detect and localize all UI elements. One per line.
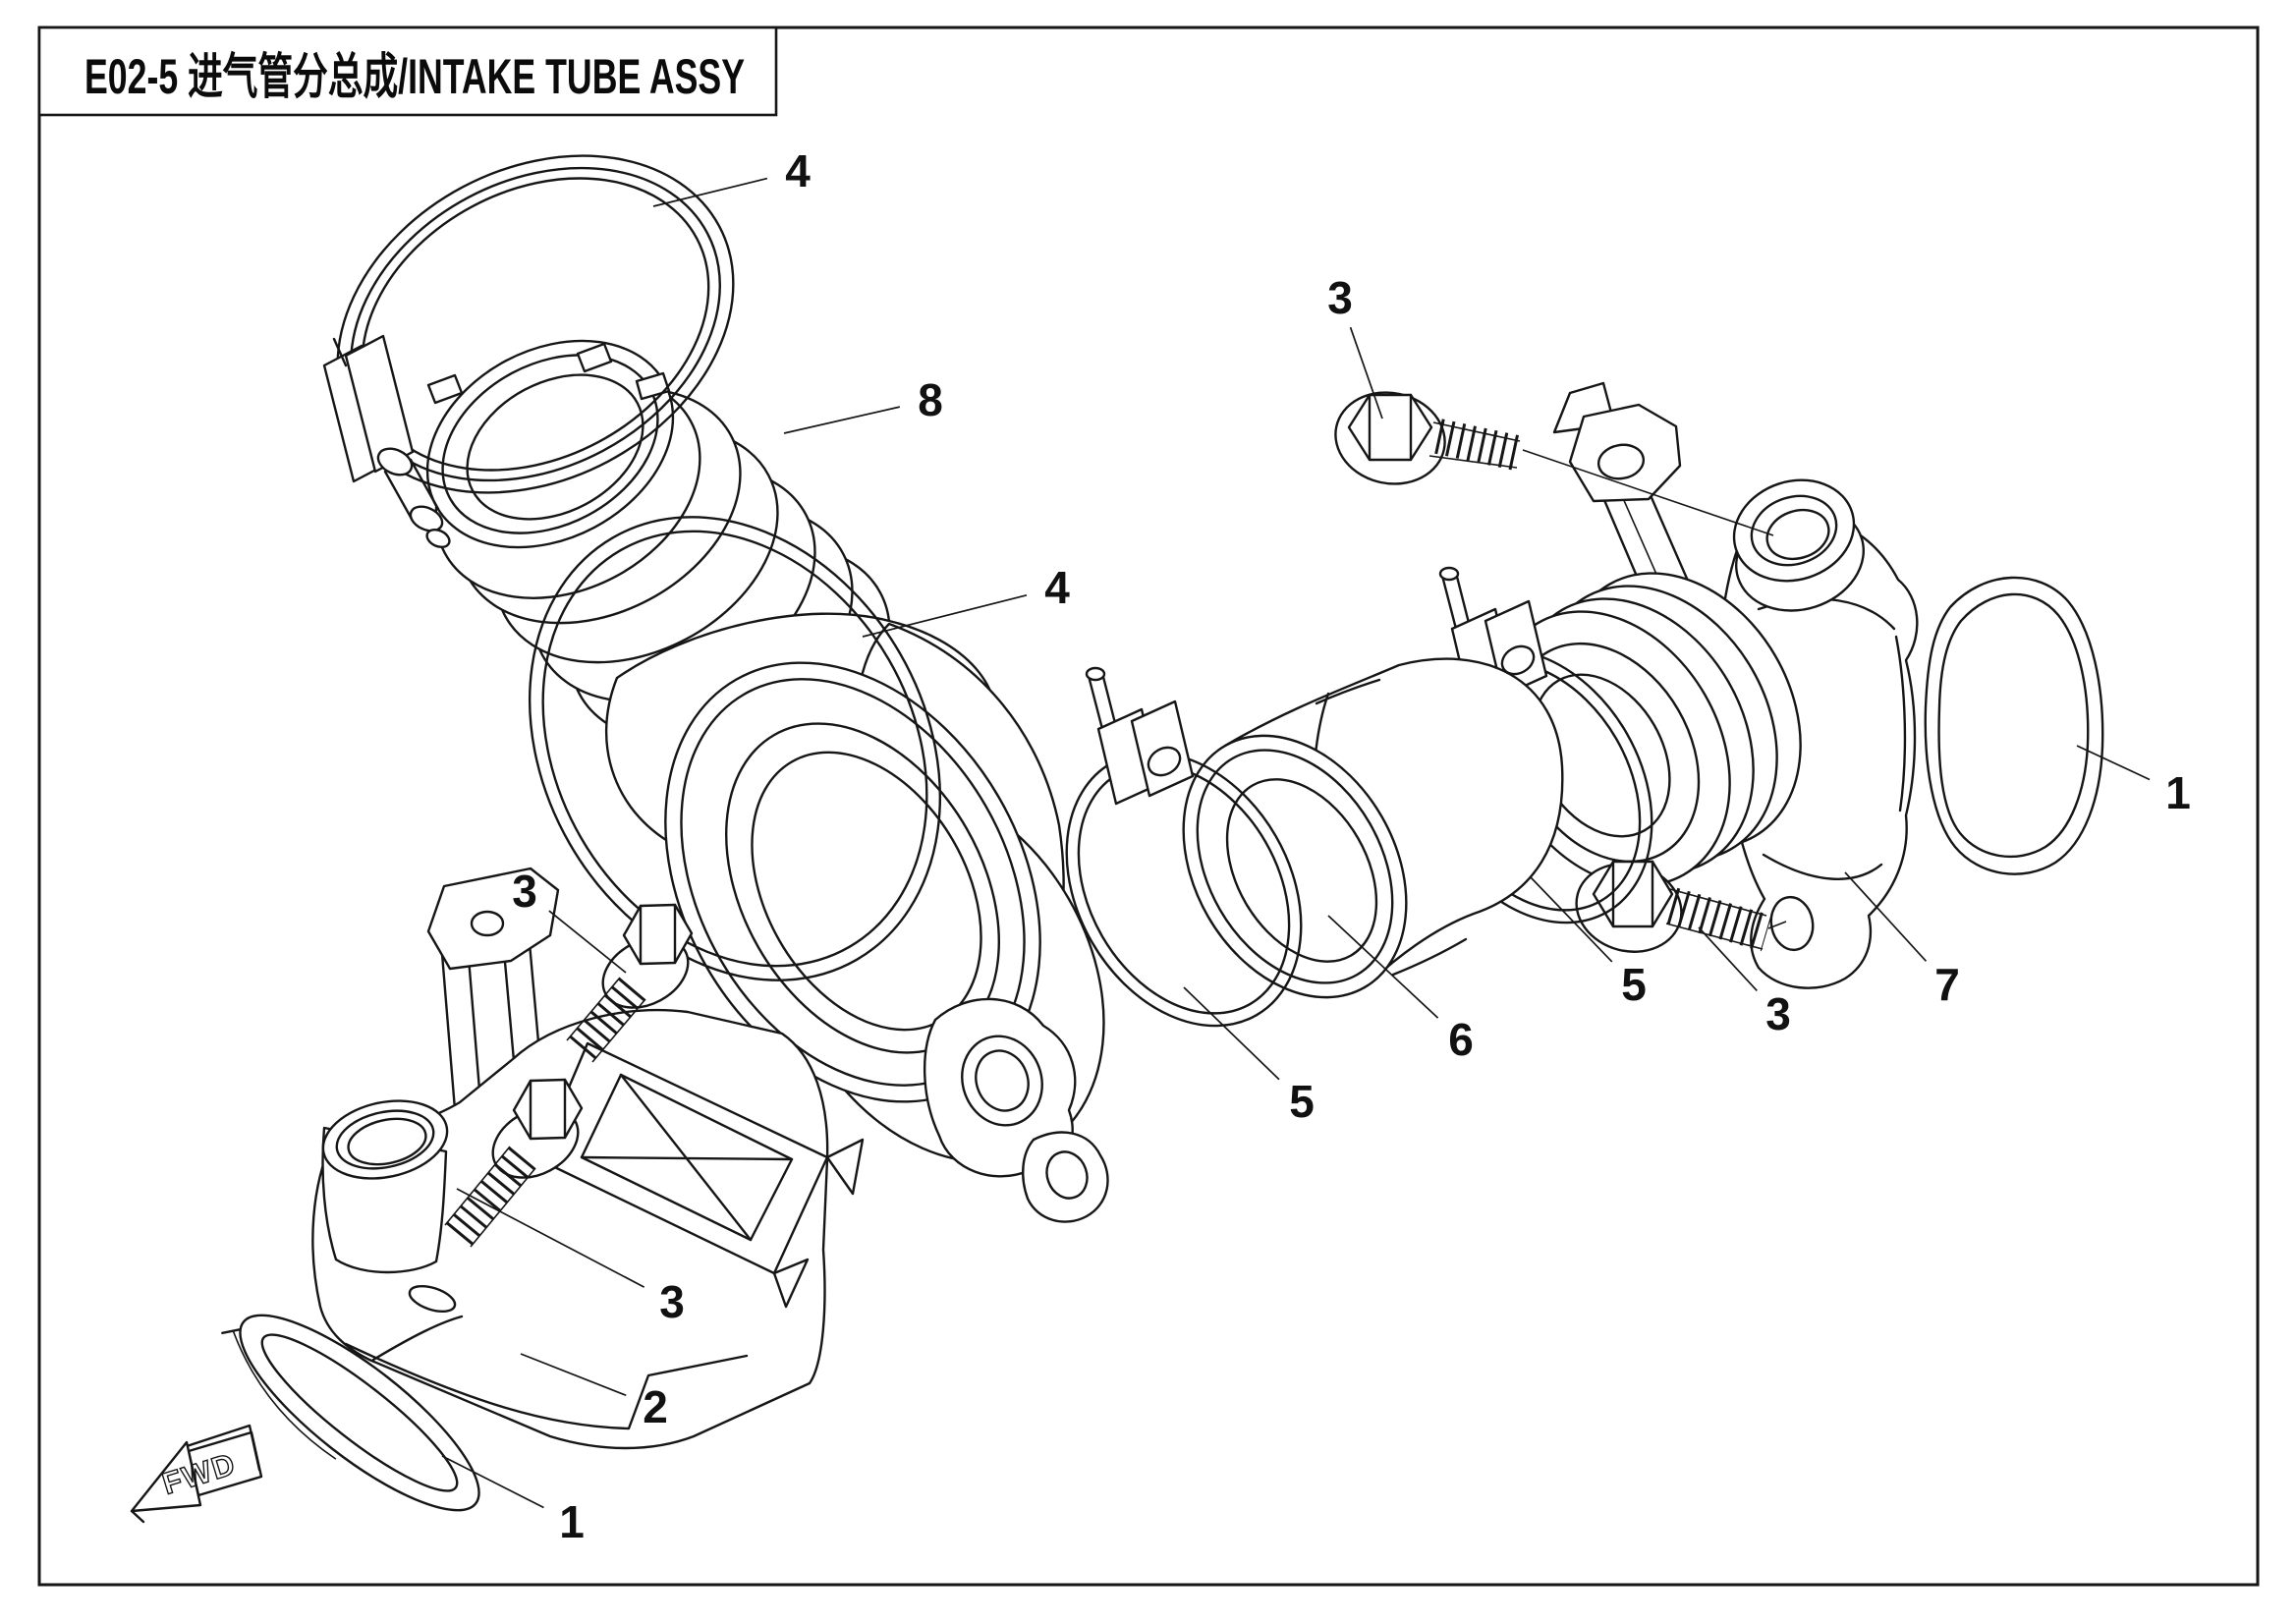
callout-number: 3 (659, 1276, 685, 1327)
part-gasket-1-bottom (221, 1314, 480, 1512)
callout-leader-line (548, 910, 627, 974)
callout-number: 8 (918, 374, 943, 425)
callout-number: 7 (1934, 959, 1960, 1010)
assembly-axis-line (1522, 449, 1774, 536)
part-intake-tube-8 (425, 339, 1109, 1223)
callout-number: 6 (1448, 1014, 1474, 1065)
callout-number: 1 (2165, 767, 2191, 818)
callout-number: 3 (1765, 988, 1791, 1039)
callout-number: 4 (785, 145, 811, 196)
part-bolt-3-mid (1575, 860, 1787, 953)
callout-4: 4 (862, 562, 1070, 638)
callout-8: 8 (783, 374, 943, 434)
part-manifold-2 (311, 867, 865, 1450)
callout-leader-line (652, 177, 768, 207)
part-bolt-3-lower-left (444, 1078, 584, 1248)
callout-7: 7 (1844, 871, 1960, 1010)
callout-leader-line (520, 1353, 627, 1397)
part-connector-6 (1182, 657, 1564, 999)
part-gasket-1-right (1924, 576, 2104, 875)
callout-leader-line (2076, 745, 2151, 781)
callout-3: 3 (512, 866, 627, 974)
callout-1: 1 (441, 1455, 585, 1547)
part-flange-7 (1717, 478, 1919, 989)
callout-leader-line (1698, 926, 1758, 992)
callout-number: 3 (512, 866, 537, 917)
fwd-arrow: FWD (130, 1424, 263, 1524)
callout-5: 5 (1530, 876, 1647, 1010)
page-border (37, 26, 2260, 1587)
callout-number: 5 (1621, 959, 1647, 1010)
callout-3: 3 (1698, 926, 1791, 1039)
callout-leader-line (1530, 876, 1613, 963)
part-clamp-4-top (322, 154, 735, 549)
callout-leader-line (1844, 871, 1928, 962)
callout-number: 5 (1289, 1076, 1315, 1127)
callout-6: 6 (1327, 915, 1474, 1065)
callout-number: 3 (1327, 272, 1353, 323)
callout-4: 4 (652, 145, 811, 207)
callout-leader-line (1349, 326, 1383, 420)
part-clamp-ring-4b (528, 516, 942, 981)
callout-5: 5 (1183, 986, 1315, 1127)
part-clamp-5-left (1065, 666, 1303, 1028)
page-title: E02-5 进气管分总成/INTAKE TUBE ASSY (84, 49, 745, 104)
callout-3: 3 (1327, 272, 1383, 420)
callout-number: 1 (559, 1496, 585, 1547)
callout-leader-line (1183, 986, 1280, 1081)
callout-number: 2 (643, 1381, 668, 1432)
part-bolt-3-upper-left (566, 903, 694, 1063)
callout-leader-line (456, 1188, 645, 1288)
callout-1: 1 (2076, 745, 2191, 818)
callout-leader-line (1327, 915, 1439, 1019)
callout-leader-line (783, 406, 900, 434)
callout-3: 3 (456, 1188, 685, 1327)
callout-2: 2 (520, 1353, 668, 1432)
callout-number: 4 (1044, 562, 1070, 613)
callout-leader-line (441, 1455, 544, 1509)
callout-leader-line (862, 594, 1028, 638)
title-box: E02-5 进气管分总成/INTAKE TUBE ASSY (37, 26, 778, 117)
part-bolt-3-top (1334, 391, 1525, 485)
